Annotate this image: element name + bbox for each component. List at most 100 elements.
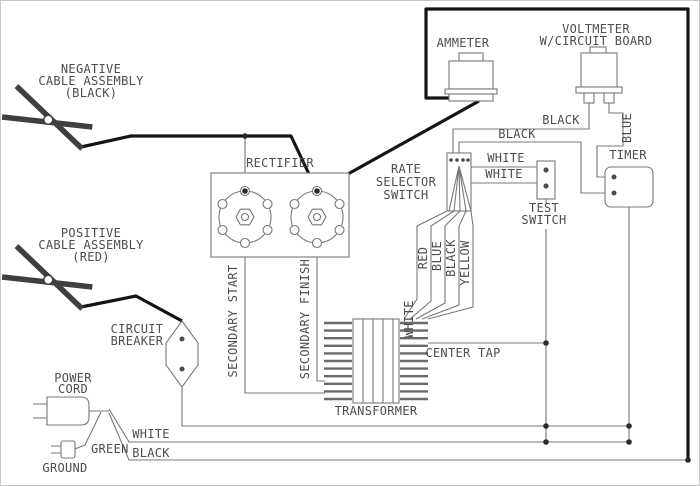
- ammeter-flange-1: [444, 88, 498, 95]
- timer-label: TIMER: [609, 148, 647, 162]
- timer: TIMER: [604, 148, 654, 208]
- junction-dot: [626, 439, 632, 445]
- voltmeter-blue-wire: [596, 103, 624, 178]
- primary-yellow-wire: [427, 210, 474, 320]
- transformer-label: TRANSFORMER: [335, 404, 418, 418]
- rate-selector-fan: [448, 165, 472, 212]
- thin-wires: [74, 103, 688, 461]
- plate-fin: [289, 224, 300, 236]
- secondary-finish-label: SECONDARY FINISH: [298, 259, 312, 379]
- junction-dot: [242, 188, 248, 194]
- plate-fin: [262, 224, 273, 236]
- voltmeter-label-1: VOLTMETER: [562, 22, 630, 36]
- plate-fin: [334, 198, 345, 210]
- negative-cable-label-3: (BLACK): [65, 86, 118, 100]
- junction-dot: [626, 423, 632, 429]
- junction-dot: [242, 133, 248, 139]
- voltmeter-flange: [575, 86, 623, 94]
- test-switch-label-1: TEST: [529, 201, 559, 215]
- wire-labels: SECONDARY START SECONDARY FINISH CENTER …: [132, 113, 634, 460]
- test-switch: TEST SWITCH: [521, 160, 566, 227]
- timer-terminal: [611, 190, 617, 196]
- switch-contact: [461, 158, 465, 162]
- breaker-terminal: [179, 336, 185, 342]
- ground: GREEN GROUND: [42, 440, 129, 475]
- primary-red-label: RED: [416, 247, 430, 270]
- ground-prongs: [51, 445, 61, 454]
- voltmeter-black-wire: [452, 103, 590, 153]
- negative-cable-label-2: CABLE ASSEMBLY: [38, 74, 144, 88]
- positive-cable-label-1: POSITIVE: [61, 226, 121, 240]
- switch-contact: [543, 183, 549, 189]
- voltmeter-body: [580, 52, 618, 88]
- rate-selector-label-1: RATE: [391, 162, 421, 176]
- secondary-start-wire: [244, 247, 325, 394]
- switch-contact: [543, 167, 549, 173]
- positive-cable-assembly: POSITIVE CABLE ASSEMBLY (RED): [2, 226, 144, 313]
- rate-selector-label-3: SWITCH: [383, 188, 428, 202]
- ammeter-body: [448, 60, 494, 90]
- timer-terminal: [611, 174, 617, 180]
- ground-green-label: GREEN: [91, 442, 129, 456]
- rectifier: RECTIFIER: [210, 156, 350, 258]
- ground-label: GROUND: [42, 461, 87, 475]
- junction-dot: [543, 340, 549, 346]
- negative-cable-wire: [80, 134, 319, 192]
- primary-red-wire: [409, 210, 455, 320]
- switch-contact: [449, 158, 453, 162]
- ammeter-label: AMMETER: [437, 36, 490, 50]
- ammeter: AMMETER: [437, 36, 498, 102]
- rate-selector-switch: RATE SELECTOR SWITCH: [376, 152, 472, 212]
- primary-white-label: WHITE: [402, 300, 416, 338]
- ground-plug: [60, 440, 76, 459]
- transformer-laminations: [362, 319, 394, 403]
- primary-black-wire: [421, 210, 467, 320]
- transformer-core: [352, 318, 400, 404]
- junction-dot: [543, 439, 549, 445]
- secondary-finish-wire: [316, 247, 325, 382]
- cord-white-label: WHITE: [132, 427, 170, 441]
- circuit-breaker: CIRCUIT BREAKER: [111, 320, 199, 388]
- plate-fin: [217, 198, 228, 210]
- voltmeter-black-label: BLACK: [542, 113, 580, 127]
- secondary-start-label: SECONDARY START: [226, 265, 240, 378]
- breaker-output-wire: [181, 387, 629, 427]
- nut-center: [240, 212, 250, 222]
- voltmeter-top-tab: [589, 46, 607, 54]
- rectifier-label: RECTIFIER: [246, 156, 314, 170]
- plug-prongs: [33, 403, 47, 419]
- test-white-label-1: WHITE: [487, 151, 525, 165]
- transformer-coil-left: [324, 321, 352, 401]
- transformer-coil-right: [400, 321, 428, 401]
- primary-black-label: BLACK: [444, 239, 458, 277]
- cord-black-wire: [108, 412, 688, 461]
- junction-dot: [543, 423, 549, 429]
- power-cord-label-2: CORD: [58, 382, 88, 396]
- plate-fin: [311, 237, 323, 249]
- timer-black-label: BLACK: [498, 127, 536, 141]
- breaker-terminal: [179, 366, 185, 372]
- positive-cable-label-2: CABLE ASSEMBLY: [38, 238, 144, 252]
- junction-dots: [242, 133, 691, 463]
- plug-body: [46, 396, 90, 426]
- junction-dot: [314, 188, 320, 194]
- test-switch-body: [536, 160, 556, 200]
- plate-fin: [289, 198, 300, 210]
- ammeter-top-tab: [458, 52, 484, 62]
- negative-cable-label-1: NEGATIVE: [61, 62, 121, 76]
- plate-fin: [239, 237, 251, 249]
- voltmeter-tab-right: [603, 92, 615, 104]
- circuit-breaker-label-1: CIRCUIT: [111, 322, 164, 336]
- primary-blue-wire: [415, 210, 461, 320]
- plate-fin: [262, 198, 273, 210]
- circuit-breaker-label-2: BREAKER: [111, 334, 164, 348]
- switch-contact: [455, 158, 459, 162]
- power-cord-label-1: POWER: [54, 371, 92, 385]
- junction-dot: [685, 457, 691, 463]
- test-switch-label-2: SWITCH: [521, 213, 566, 227]
- voltmeter: VOLTMETER W/CIRCUIT BOARD: [540, 22, 652, 104]
- primary-blue-label: BLUE: [430, 241, 444, 271]
- ammeter-loop-wire: [424, 7, 690, 460]
